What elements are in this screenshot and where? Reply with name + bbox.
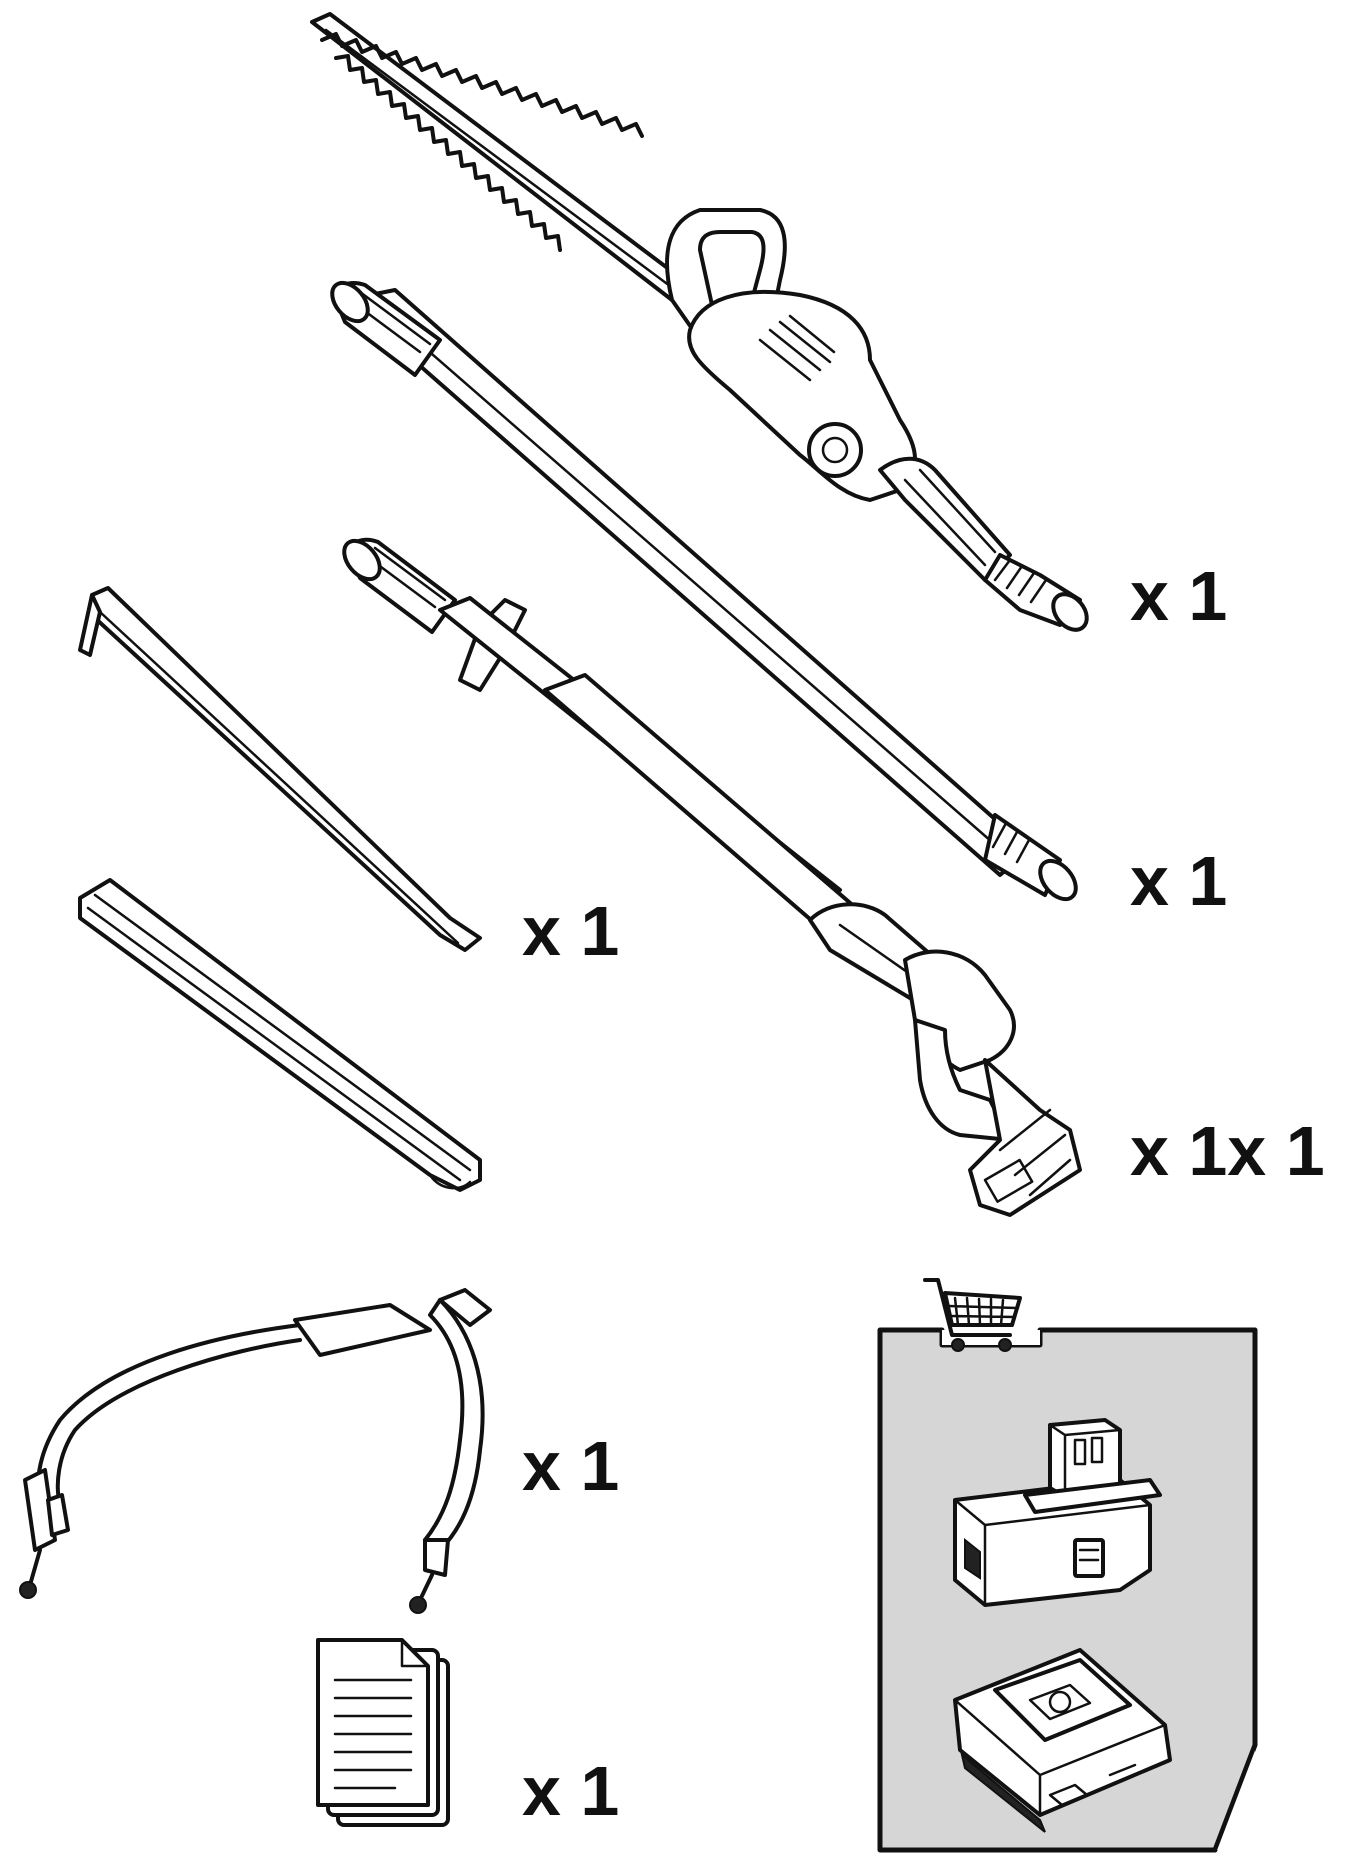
hedge-trimmer-head-icon xyxy=(310,12,1089,632)
extension-pole-icon xyxy=(330,280,1078,902)
manual-qty: x 1 xyxy=(522,1752,619,1830)
battery-icon xyxy=(953,1418,1162,1607)
manual-documents-icon xyxy=(316,1638,450,1827)
hedge-trimmer-qty: x 1 xyxy=(1130,557,1227,635)
extension-pole-qty: x 1 xyxy=(1130,842,1227,920)
blade-cover-qty: x 1 xyxy=(522,892,619,970)
shopping-cart-icon xyxy=(923,1278,1022,1352)
shoulder-strap-qty: x 1 xyxy=(522,1427,619,1505)
blade-cover-icon xyxy=(78,586,482,1192)
power-head-qty: x 1x 1 xyxy=(1130,1112,1325,1190)
charger-icon xyxy=(953,1648,1172,1833)
shoulder-strap-icon xyxy=(19,1288,492,1614)
power-head-icon xyxy=(342,537,1082,1217)
